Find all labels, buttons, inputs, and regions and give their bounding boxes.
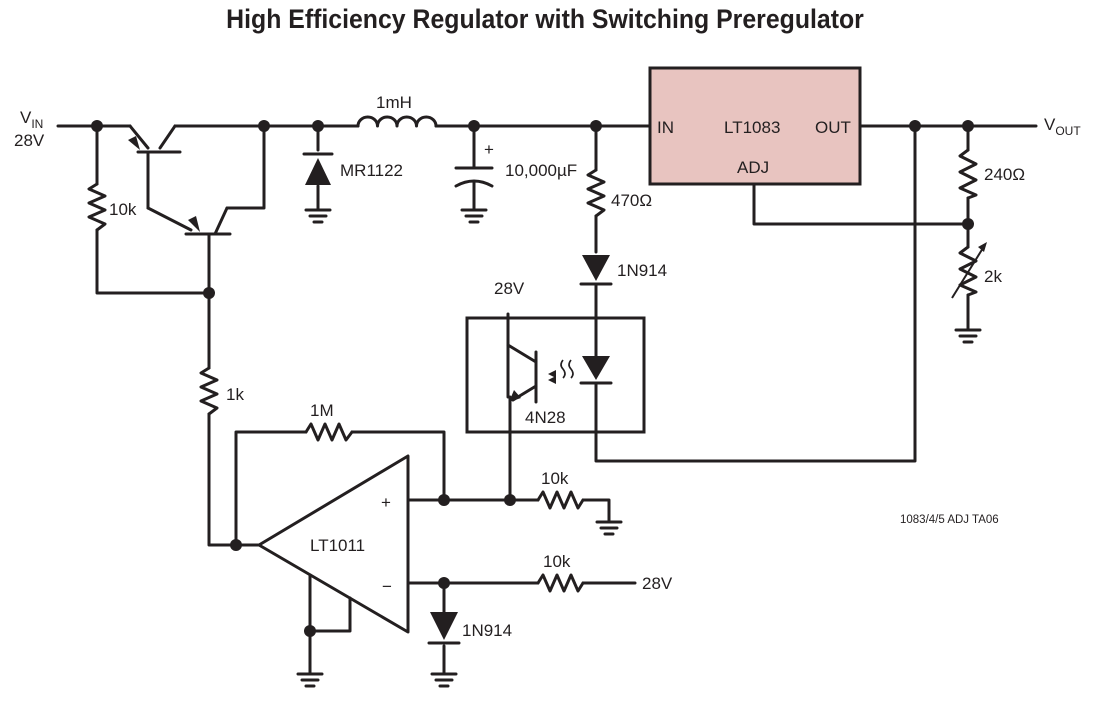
resistor-10k-base [87, 182, 107, 232]
pin-adj-label: ADJ [737, 158, 769, 177]
diode-catch-label: MR1122 [340, 161, 403, 180]
cap-plus-label: + [484, 140, 494, 159]
diode-ref-label: 1N914 [462, 621, 512, 640]
comparator-name: LT1011 [310, 536, 365, 555]
regulator-lt1083: IN LT1083 OUT ADJ [648, 66, 862, 186]
vin-value: 28V [14, 131, 45, 150]
diode-1n914-series [579, 255, 613, 286]
pin-out-label: OUT [815, 118, 851, 137]
vin-label: VIN [20, 108, 43, 131]
r-minus-label: 10k [543, 552, 571, 571]
vout-label: VOUT [1044, 115, 1081, 138]
figure-id: 1083/4/5 ADJ TA06 [900, 514, 999, 526]
r-top-label: 240Ω [984, 165, 1025, 184]
regulator-name: LT1083 [724, 118, 780, 137]
r-base-label: 10k [109, 200, 137, 219]
resistor-1m [304, 422, 354, 442]
cap-out-label: 10,000µF [505, 161, 577, 180]
pnp-transistor-q1 [128, 124, 193, 232]
supply-minus-label: 28V [642, 574, 673, 593]
pin-in-label: IN [657, 118, 674, 137]
resistor-10k-minus [536, 573, 585, 593]
r-feed-label: 470Ω [611, 191, 652, 210]
optocoupler-4n28 [465, 316, 646, 434]
diode-mr1122 [302, 152, 334, 224]
diagram-title: High Efficiency Regulator with Switching… [226, 4, 864, 34]
comp-plus-label: + [381, 493, 391, 512]
diode-feed-label: 1N914 [617, 261, 667, 280]
resistor-10k-plus [536, 490, 623, 536]
wires [56, 124, 1038, 666]
ground-comparator [296, 662, 324, 688]
resistor-240 [958, 148, 978, 200]
opto-label: 4N28 [525, 408, 566, 427]
inductor-label: 1mH [376, 93, 412, 112]
resistor-1k [199, 366, 219, 416]
r-drive-label: 1k [226, 385, 244, 404]
capacitor-10000uf [454, 166, 494, 224]
opto-supply-label: 28V [494, 279, 525, 298]
comp-minus-label: − [382, 577, 392, 596]
junctions [91, 120, 974, 637]
diode-1n914-ref [427, 612, 461, 688]
inductor-1mh [356, 115, 438, 128]
r-adj-label: 2k [984, 267, 1002, 286]
potentiometer-2k [951, 242, 987, 344]
r-feedback-label: 1M [310, 401, 334, 420]
r-plus-label: 10k [541, 469, 569, 488]
transistor-q2 [184, 206, 232, 240]
comparator-lt1011: LT1011 + − [257, 454, 410, 634]
resistor-470 [586, 168, 606, 218]
